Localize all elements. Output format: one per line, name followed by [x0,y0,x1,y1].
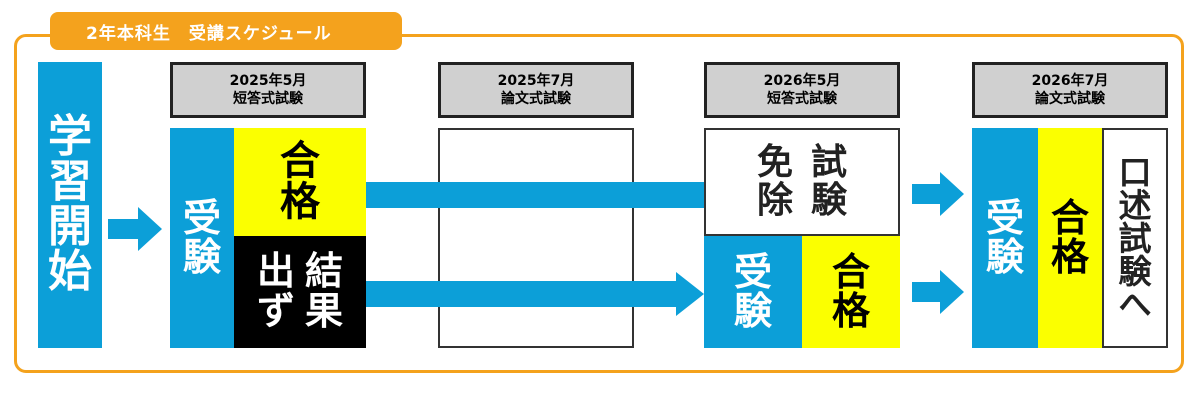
exam-exemption-box: 試 験 免 除 [704,128,900,236]
exam-taken-box: 受 験 [170,128,234,348]
study-start-char: 学 [48,111,92,163]
study-start-char: 始 [48,245,92,297]
study-start-box: 学 習 開 始 [38,62,102,348]
arrow-right-icon [912,172,964,216]
study-start-char: 開 [48,201,92,252]
pass-box: 合 格 [802,236,900,348]
exam-taken-box: 受 験 [704,236,802,348]
oral-exam-box: 口 述 試 験 へ [1102,128,1168,348]
stage-header: 2026年5月 短答式試験 [704,62,900,118]
no-result-box: 結 果 出 ず [234,236,366,348]
schedule-frame [14,34,1184,373]
pass-box: 合 格 [234,128,366,236]
stage-header: 2025年7月 論文式試験 [438,62,634,118]
arrow-right-icon [366,272,704,316]
arrow-right-icon [912,270,964,314]
arrow-right-icon [108,207,162,251]
stage-header: 2026年7月 論文式試験 [972,62,1168,118]
empty-stage-box [438,128,634,348]
pass-box: 合 格 [1038,128,1102,348]
exam-taken-box: 受 験 [972,128,1038,348]
pass-flow-bar [366,182,704,208]
stage-header: 2025年5月 短答式試験 [170,62,366,118]
schedule-title: 2年本科生 受講スケジュール [50,12,402,50]
study-start-char: 習 [48,156,92,208]
